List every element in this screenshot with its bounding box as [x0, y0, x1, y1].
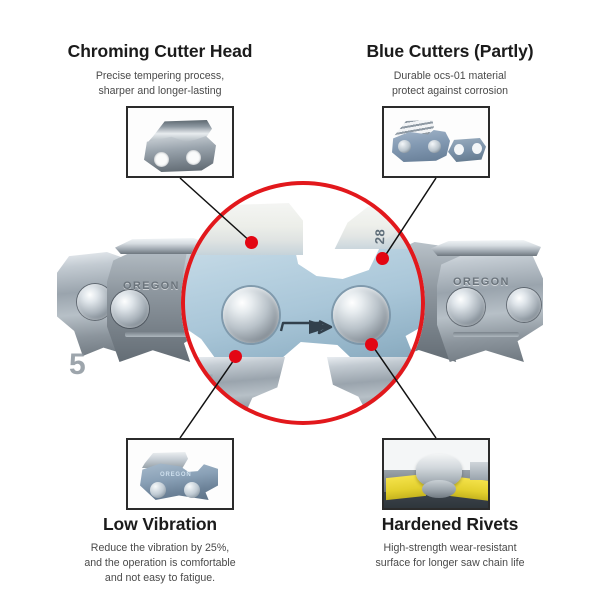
feature-desc-hardened-rivets-line2: surface for longer saw chain life	[375, 557, 525, 569]
yellow-chain-rivet-closeup-photo	[384, 440, 488, 508]
feature-desc-chroming-cutter-head-line1: Precise tempering process,	[95, 70, 225, 82]
gauge-marking: 5	[69, 348, 86, 381]
feature-title-chroming-cutter-head: Chroming Cutter Head	[67, 41, 253, 61]
feature-title-low-vibration: Low Vibration	[102, 514, 218, 534]
feature-desc-hardened-rivets-line1: High-strength wear-resistant	[383, 542, 517, 554]
chain-rivet-5	[507, 288, 541, 322]
marker-blue-cutters	[376, 252, 389, 265]
marker-chroming-cutter-head	[245, 236, 258, 249]
feature-desc-low-vibration-line3: and not easy to fatigue.	[104, 572, 216, 584]
callout-box-blue-cutters	[382, 106, 490, 178]
chrome-cutter-tooth-photo	[128, 108, 232, 176]
chain-groove-right	[453, 332, 519, 337]
chain-rivet-2	[111, 290, 149, 328]
callout-box-chroming-cutter-head	[126, 106, 234, 178]
blue-cutter-links-photo	[384, 108, 488, 176]
marker-low-vibration	[229, 350, 242, 363]
feature-desc-low-vibration-line1: Reduce the vibration by 25%,	[90, 542, 230, 554]
feature-title-hardened-rivets: Hardened Rivets	[381, 514, 519, 534]
feature-title-blue-cutters: Blue Cutters (Partly)	[366, 41, 534, 61]
feature-desc-blue-cutters-line2: protect against corrosion	[391, 85, 508, 97]
callout-box-hardened-rivets	[382, 438, 490, 510]
chain-groove-left	[125, 332, 187, 337]
magnifier-ring	[181, 181, 425, 425]
brand-text-left: OREGON	[123, 280, 180, 292]
callout-brand-text: OREGON	[160, 472, 192, 478]
chain-tooth-edge-right	[431, 240, 541, 256]
chain-rivet-4	[447, 288, 485, 326]
feature-desc-low-vibration-line2: and the operation is comfortable	[84, 557, 236, 569]
blue-oregon-drive-link-photo: OREGON	[128, 440, 232, 508]
brand-text-right: OREGON	[453, 276, 510, 288]
feature-desc-chroming-cutter-head-line2: sharper and longer-lasting	[98, 85, 222, 97]
feature-desc-blue-cutters-line1: Durable ocs-01 material	[393, 70, 507, 82]
marker-hardened-rivets	[365, 338, 378, 351]
callout-box-low-vibration: OREGON	[126, 438, 234, 510]
